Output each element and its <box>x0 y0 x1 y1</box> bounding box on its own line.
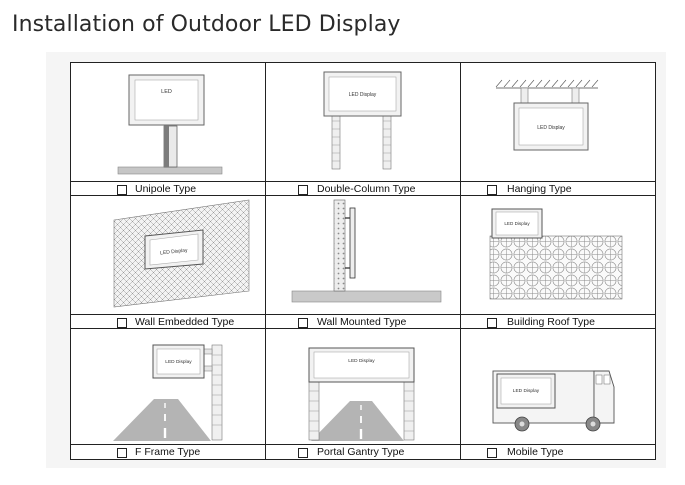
building-roof-sign-text: LED Display <box>504 221 530 226</box>
cell-wall-mounted: Wall Mounted Type <box>266 196 461 329</box>
caption-wall-embedded: Wall Embedded Type <box>71 314 265 329</box>
portal-gantry-illustration: LED Display <box>308 347 415 441</box>
label-wall-embedded: Wall Embedded Type <box>135 316 235 328</box>
label-mobile: Mobile Type <box>507 446 564 458</box>
checkbox-building-roof[interactable] <box>487 318 497 328</box>
caption-hanging: Hanging Type <box>461 181 655 196</box>
checkbox-wall-mounted[interactable] <box>298 318 308 328</box>
label-building-roof: Building Roof Type <box>507 316 595 328</box>
label-double-column: Double-Column Type <box>317 183 416 195</box>
portal-gantry-sign-text: LED Display <box>348 358 375 364</box>
checkbox-portal-gantry[interactable] <box>298 448 308 458</box>
cell-f-frame: LED Display F Frame Type <box>71 329 266 459</box>
checkbox-mobile[interactable] <box>487 448 497 458</box>
installation-types-grid: LED Unipole Type LED Display <box>70 62 656 460</box>
caption-double-column: Double-Column Type <box>266 181 460 196</box>
caption-f-frame: F Frame Type <box>71 444 265 459</box>
label-portal-gantry: Portal Gantry Type <box>317 446 405 458</box>
cell-building-roof: LED Display Building Roof Type <box>461 196 655 329</box>
checkbox-hanging[interactable] <box>487 185 497 195</box>
wall-embedded-illustration: LED Display <box>113 199 250 308</box>
wall-mounted-illustration <box>291 199 442 303</box>
mobile-illustration: LED Display <box>492 370 615 432</box>
cell-unipole: LED Unipole Type <box>71 63 266 196</box>
double-column-illustration: LED Display <box>323 71 402 170</box>
caption-wall-mounted: Wall Mounted Type <box>266 314 460 329</box>
label-unipole: Unipole Type <box>135 183 197 195</box>
page-title: Installation of Outdoor LED Display <box>12 12 401 37</box>
cell-double-column: LED Display Double-Column Type <box>266 63 461 196</box>
mobile-sign-text: LED Display <box>513 388 540 394</box>
caption-building-roof: Building Roof Type <box>461 314 655 329</box>
f-frame-sign-text: LED Display <box>165 359 192 365</box>
checkbox-wall-embedded[interactable] <box>117 318 127 328</box>
label-hanging: Hanging Type <box>507 183 572 195</box>
caption-portal-gantry: Portal Gantry Type <box>266 444 460 459</box>
double-column-sign-text: LED Display <box>349 92 377 98</box>
f-frame-illustration: LED Display <box>113 344 223 441</box>
cell-portal-gantry: LED Display Portal Gantry Type <box>266 329 461 459</box>
checkbox-unipole[interactable] <box>117 185 127 195</box>
caption-unipole: Unipole Type <box>71 181 265 196</box>
cell-wall-embedded: LED Display Wall Embedded Type <box>71 196 266 329</box>
unipole-illustration: LED <box>117 74 223 175</box>
hanging-sign-text: LED Display <box>537 125 565 131</box>
label-wall-mounted: Wall Mounted Type <box>317 316 407 328</box>
label-f-frame: F Frame Type <box>135 446 201 458</box>
caption-mobile: Mobile Type <box>461 444 655 459</box>
checkbox-f-frame[interactable] <box>117 448 127 458</box>
unipole-sign-text: LED <box>161 89 172 95</box>
cell-hanging: LED Display Hanging Type <box>461 63 655 196</box>
wall-embedded-sign-text: LED Display <box>160 248 188 257</box>
checkbox-double-column[interactable] <box>298 185 308 195</box>
cell-mobile: LED Display Mobile Type <box>461 329 655 459</box>
building-roof-illustration: LED Display <box>489 208 623 300</box>
hanging-illustration: LED Display <box>495 79 599 151</box>
